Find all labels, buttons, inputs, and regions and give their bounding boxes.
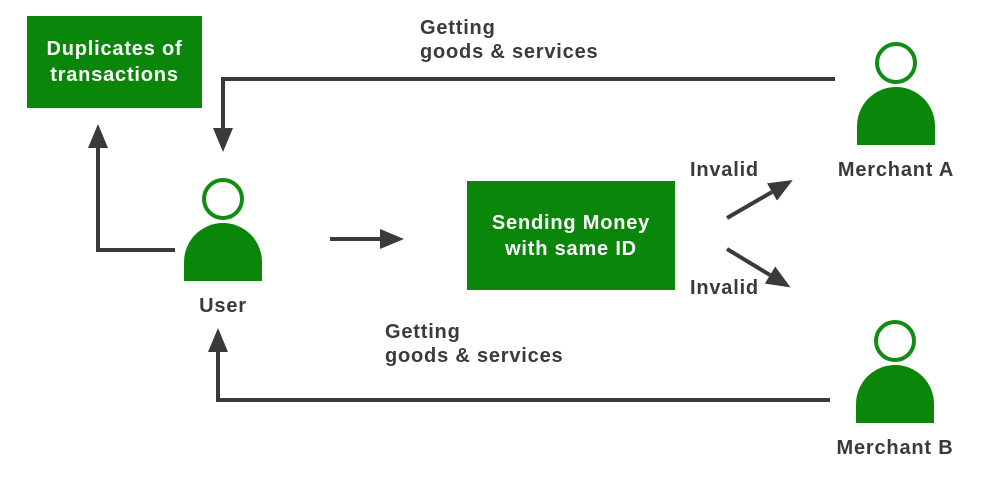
person-icon <box>202 178 244 220</box>
user-label: User <box>199 295 247 317</box>
person-icon <box>857 87 935 145</box>
merchant-a-label: Merchant A <box>837 159 955 181</box>
arrow-sending-to-merchant-a <box>725 179 793 220</box>
duplicates-of-transactions-box: Duplicates of transactions <box>27 16 202 108</box>
person-icon <box>874 320 916 362</box>
merchant-b-actor: Merchant B <box>837 320 953 460</box>
merchant-b-label: Merchant B <box>836 437 954 459</box>
sending-money-same-id-box: Sending Money with same ID <box>467 181 675 290</box>
getting-goods-services-label-top: Getting goods & services <box>420 17 599 63</box>
getting-goods-services-label-bottom: Getting goods & services <box>385 321 564 367</box>
arrow-merchant-a-to-user <box>213 77 835 152</box>
invalid-label-bottom: Invalid <box>690 277 759 299</box>
person-icon <box>875 42 917 84</box>
invalid-label-top: Invalid <box>690 159 759 181</box>
arrow-sending-to-merchant-b <box>725 247 791 288</box>
person-icon <box>856 365 934 423</box>
person-icon <box>184 223 262 281</box>
arrow-user-to-duplicates <box>88 124 175 252</box>
merchant-a-actor: Merchant A <box>838 42 953 182</box>
arrow-merchant-b-to-user <box>208 328 830 402</box>
user-actor: User <box>181 178 265 318</box>
